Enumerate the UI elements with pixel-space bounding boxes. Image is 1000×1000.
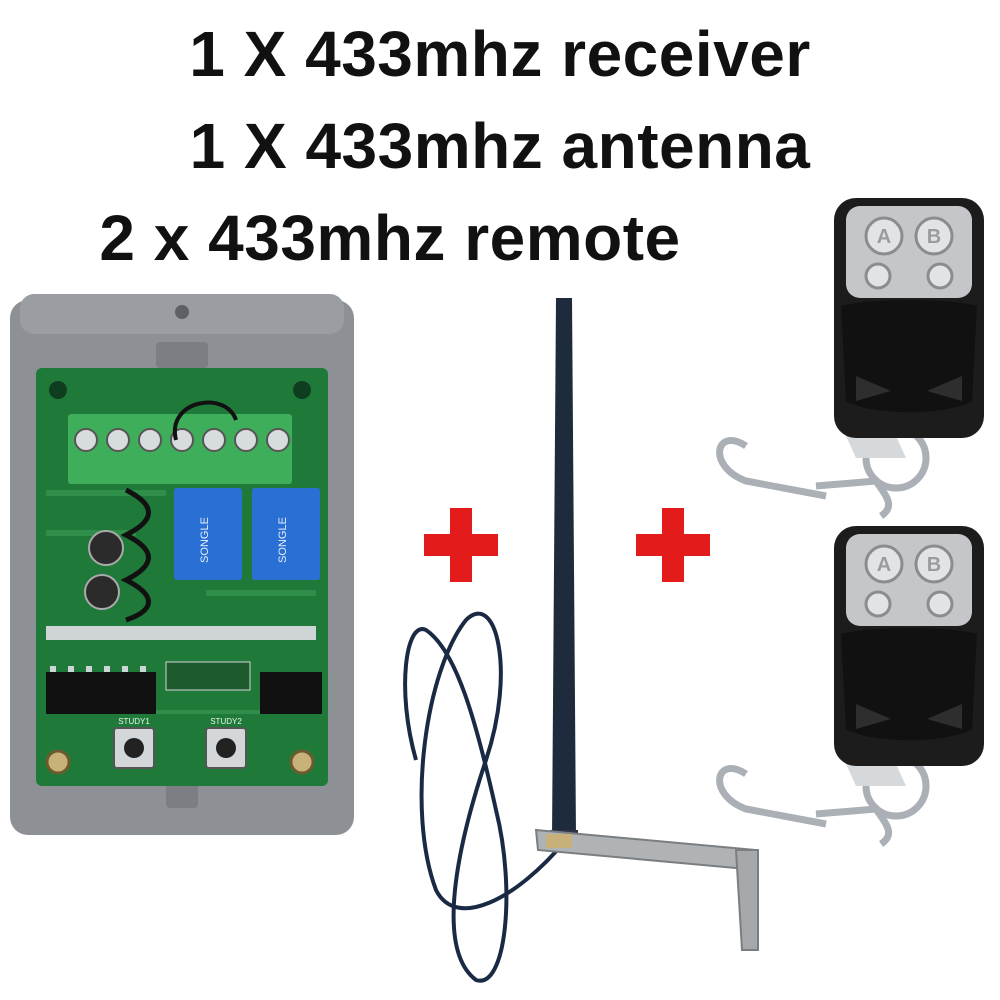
remote-2-label-b: B — [927, 554, 941, 576]
relay-2 — [252, 488, 320, 580]
remote-1-face — [846, 206, 972, 298]
headline-remote: 2 x 433mhz remote — [99, 202, 681, 274]
remote-2-button-a — [864, 544, 904, 584]
remote-2-face — [846, 534, 972, 626]
remote-1-label-a: A — [877, 226, 891, 248]
receiver-module: SONGLE SONGLE STUDY1 STUDY2 — [10, 294, 354, 835]
antenna — [403, 298, 760, 983]
headline-receiver: 1 X 433mhz receiver — [189, 18, 811, 90]
headline-antenna: 1 X 433mhz antenna — [189, 110, 811, 182]
plus-icon — [424, 508, 498, 582]
antenna-whip — [552, 298, 576, 838]
plus-icon — [636, 508, 710, 582]
remote-2-button-b — [914, 544, 954, 584]
remote-1-button-b — [914, 216, 954, 256]
remote-1-button-a — [864, 216, 904, 256]
remote-1-button-d — [926, 262, 954, 290]
remote-1: A B — [716, 198, 984, 519]
relay-2-label: SONGLE — [277, 517, 289, 563]
remote-2-button-d — [926, 590, 954, 618]
chip-1 — [46, 672, 156, 714]
remote-2: A B — [716, 526, 984, 847]
relay-1 — [174, 488, 242, 580]
chip-2 — [260, 672, 322, 714]
antenna-cable — [403, 611, 568, 983]
remote-1-label-b: B — [927, 226, 941, 248]
study-button-1-label: STUDY1 — [118, 717, 150, 726]
relay-1-label: SONGLE — [199, 517, 211, 563]
remote-1-button-c — [864, 262, 892, 290]
study-button-2-label: STUDY2 — [210, 717, 242, 726]
remote-2-button-c — [864, 590, 892, 618]
remote-2-label-a: A — [877, 554, 891, 576]
chip-3 — [165, 661, 251, 691]
